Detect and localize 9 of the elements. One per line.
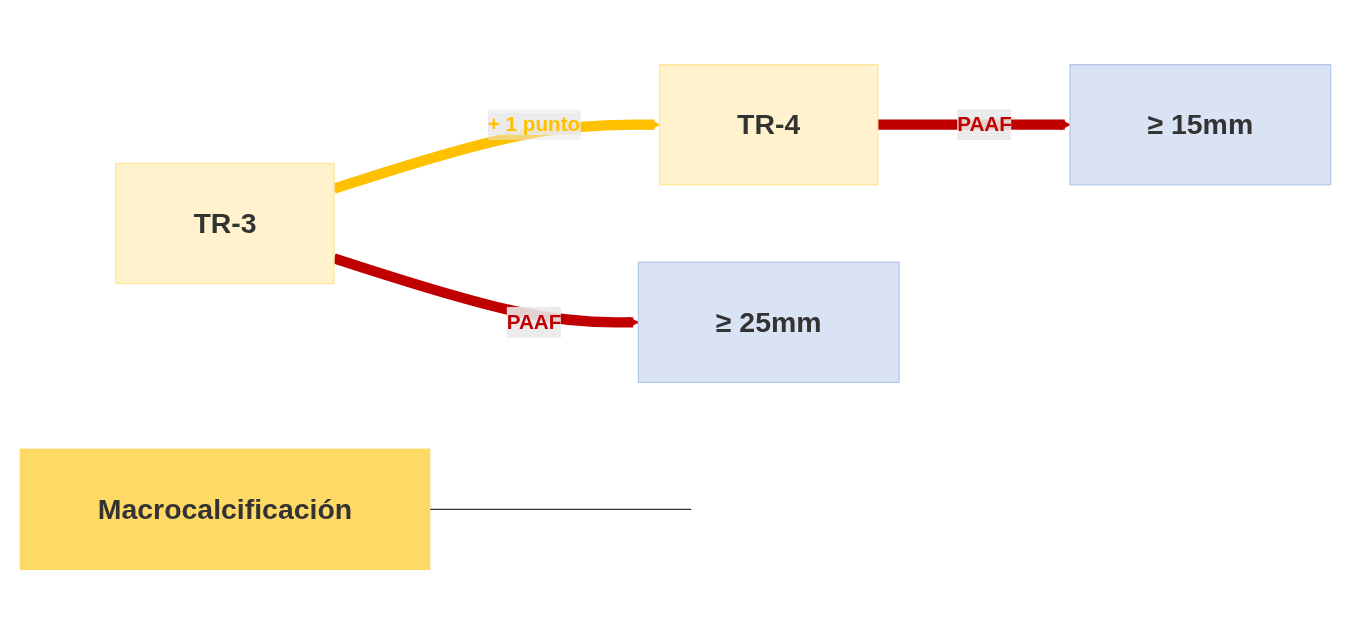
node-box: Macrocalcificación [19,448,431,571]
edge-label: + 1 punto [487,113,581,136]
node-box: TR-3 [115,162,335,285]
node-box: TR-4 [658,63,879,186]
connector [429,508,692,510]
node-box: ≥ 25mm [637,261,900,384]
edge-label: PAAF [957,113,1012,136]
node-box: ≥ 15mm [1069,63,1332,186]
edge-label: PAAF [506,310,562,333]
